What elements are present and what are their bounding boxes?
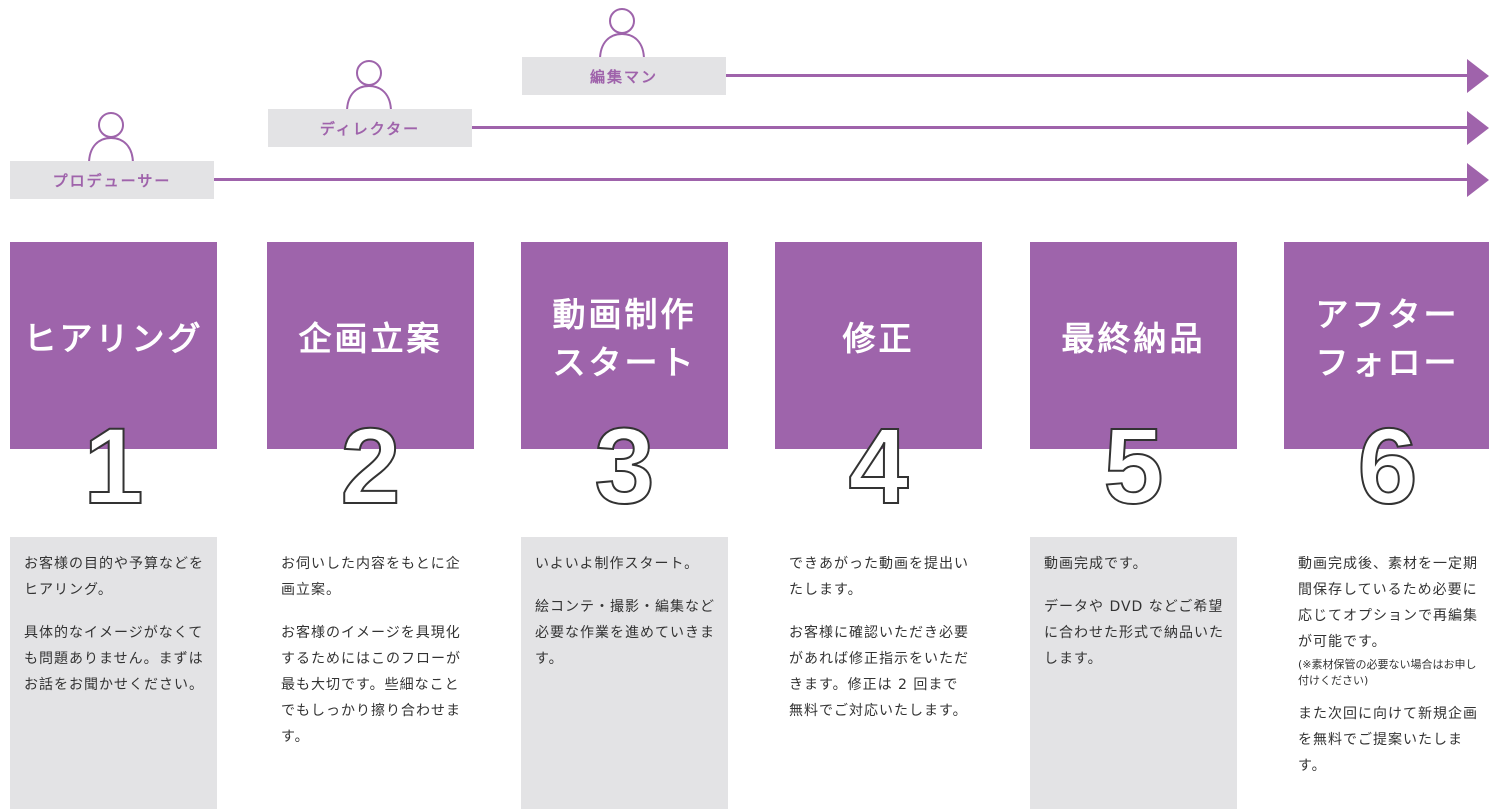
person-icon [599, 8, 645, 60]
role-label-box: 編集マン [522, 57, 726, 95]
step-description: 動画完成です。 データや DVD などご希望に合わせた形式で納品いたします。 [1030, 537, 1237, 809]
step-paragraph: お客様に確認いただき必要があれば修正指示をいただきます。修正は 2 回まで無料で… [789, 625, 969, 719]
step-description: いよいよ制作スタート。 絵コンテ・撮影・編集など必要な作業を進めていきます。 [521, 537, 728, 809]
step-title: 修正 [842, 318, 915, 358]
step-title: アフター フォロー [1315, 294, 1460, 382]
arrow-right-icon [1467, 111, 1489, 145]
step-description: お伺いした内容をもとに企画立案。 お客様のイメージを具現化するためにはこのフロー… [267, 537, 474, 809]
timeline-line [472, 126, 1471, 129]
step-title-box: 修正 [775, 242, 982, 449]
arrow-right-icon [1467, 59, 1489, 93]
step-title: 最終納品 [1061, 318, 1206, 358]
timeline-line [214, 178, 1471, 181]
step-description: 動画完成後、素材を一定期間保存しているため必要に応じてオプションで再編集が可能で… [1284, 537, 1489, 809]
role-label: ディレクター [319, 119, 421, 138]
step-title-box: 最終納品 [1030, 242, 1237, 449]
step-number-text: 6 [1357, 407, 1417, 507]
step-paragraph: また次回に向けて新規企画を無料でご提案いたします。 [1298, 706, 1478, 774]
step-paragraph: いよいよ制作スタート。 [535, 556, 700, 572]
person-icon [346, 60, 392, 112]
role-label-box: ディレクター [268, 109, 472, 147]
step-number: 3 [593, 407, 655, 507]
step-title: ヒアリング [23, 318, 204, 358]
step-paragraph: 動画完成です。 [1044, 556, 1148, 572]
step-title: 動画制作 スタート [552, 294, 697, 382]
step-title-box: アフター フォロー [1284, 242, 1489, 449]
timeline-line [726, 74, 1471, 77]
step-paragraph: 絵コンテ・撮影・編集など必要な作業を進めていきます。 [535, 599, 715, 667]
step-paragraph: 動画完成後、素材を一定期間保存しているため必要に応じてオプションで再編集が可能で… [1298, 556, 1478, 650]
step-number: 6 [1356, 407, 1418, 507]
step-paragraph: できあがった動画を提出いたします。 [789, 556, 969, 598]
step-paragraph: お客様の目的や予算などをヒアリング。 [24, 556, 204, 598]
step-title-box: ヒアリング [10, 242, 217, 449]
step-description: できあがった動画を提出いたします。 お客様に確認いただき必要があれば修正指示をい… [775, 537, 982, 809]
step-title-box: 動画制作 スタート [521, 242, 728, 449]
step-number-text: 2 [340, 407, 400, 507]
arrow-right-icon [1467, 163, 1489, 197]
step-number: 2 [339, 407, 401, 507]
step-note: (※素材保管の必要ない場合はお申し付けください) [1298, 658, 1477, 687]
step-title: 企画立案 [298, 318, 443, 358]
step-number-text: 5 [1103, 407, 1163, 507]
step-number: 5 [1102, 407, 1164, 507]
step-paragraph: データや DVD などご希望に合わせた形式で納品いたします。 [1044, 599, 1224, 667]
step-description: お客様の目的や予算などをヒアリング。 具体的なイメージがなくても問題ありません。… [10, 537, 217, 809]
step-number-text: 1 [83, 407, 143, 507]
step-paragraph: お伺いした内容をもとに企画立案。 [281, 556, 461, 598]
role-label: プロデューサー [52, 171, 172, 190]
step-number: 4 [847, 407, 909, 507]
step-paragraph: 具体的なイメージがなくても問題ありません。まずはお話をお聞かせください。 [24, 625, 204, 693]
role-label-box: プロデューサー [10, 161, 214, 199]
role-label: 編集マン [589, 67, 658, 86]
step-number-text: 3 [594, 407, 654, 507]
step-number-text: 4 [848, 407, 908, 507]
person-icon [88, 112, 134, 164]
step-paragraph: お客様のイメージを具現化するためにはこのフローが最も大切です。些細なことでもしっ… [281, 625, 461, 745]
step-number: 1 [82, 407, 144, 507]
step-title-box: 企画立案 [267, 242, 474, 449]
